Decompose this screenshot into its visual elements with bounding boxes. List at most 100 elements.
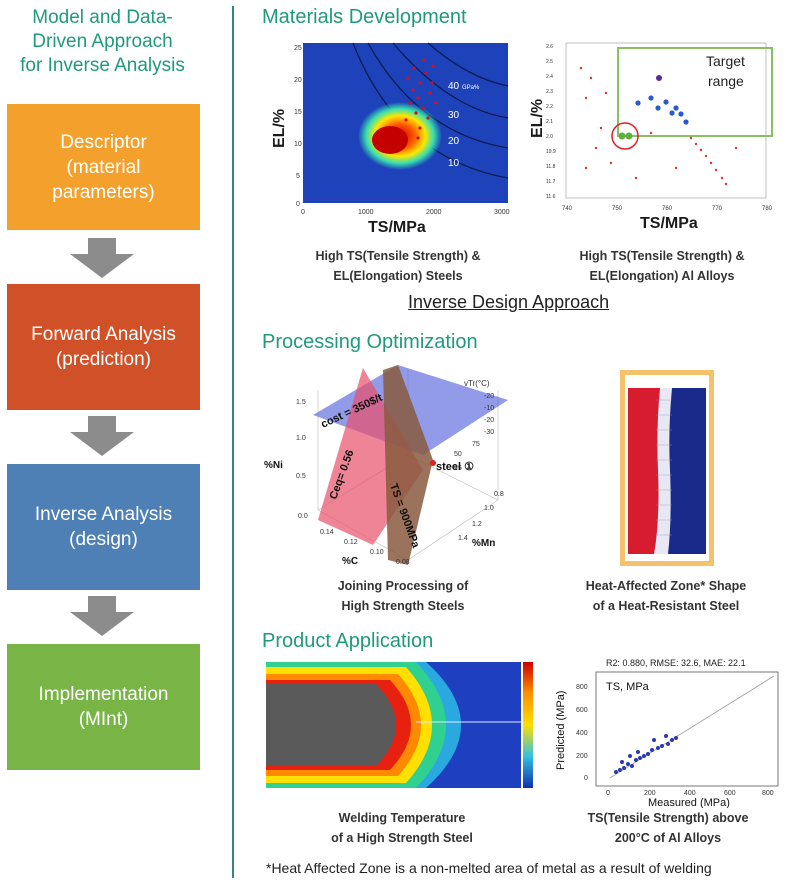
svg-text:1.2: 1.2 xyxy=(472,521,482,528)
svg-text:750: 750 xyxy=(612,206,623,212)
svg-text:2.1: 2.1 xyxy=(546,119,553,125)
svg-text:-20: -20 xyxy=(484,393,494,400)
descriptor-line-2: (material xyxy=(66,156,141,178)
inverse-analysis-line-2: (design) xyxy=(69,529,138,550)
al-alloys-scatter: Target range 2.6 2.5 2.4 2.3 2.2 2.1 2.0… xyxy=(529,42,773,232)
svg-text:25: 25 xyxy=(454,465,462,472)
mn-axis-label: %Mn xyxy=(472,538,495,549)
implementation-box: Implementation (MInt) xyxy=(7,644,200,770)
svg-text:1.5: 1.5 xyxy=(296,399,306,406)
y-axis-ticks: 25 20 15 10 5 0 xyxy=(294,45,302,208)
svg-text:740: 740 xyxy=(562,206,573,212)
contour-label-10: 10 xyxy=(448,158,460,169)
mn-ticks: 0.8 1.0 1.2 1.4 xyxy=(458,491,504,542)
footnote: *Heat Affected Zone is a non-melted area… xyxy=(266,860,712,876)
svg-text:11.7: 11.7 xyxy=(546,179,556,185)
svg-text:2.0: 2.0 xyxy=(546,134,553,140)
x-axis-label: Measured (MPa) xyxy=(648,797,730,808)
forward-analysis-line-2: (prediction) xyxy=(55,349,152,370)
y-axis-ticks: 800 600 400 200 0 xyxy=(576,684,588,782)
down-arrow-icon xyxy=(70,416,134,456)
svg-text:0.0: 0.0 xyxy=(298,513,308,520)
svg-text:10: 10 xyxy=(294,141,302,148)
svg-text:770: 770 xyxy=(712,206,723,212)
caption-steels: High TS(Tensile Strength) & EL(Elongatio… xyxy=(315,249,481,283)
steel-point-label: steel ① xyxy=(436,461,474,473)
caption-haz: Heat-Affected Zone* Shape of a Heat-Resi… xyxy=(585,579,747,613)
svg-text:200: 200 xyxy=(644,790,656,797)
contour-label-40: 40 xyxy=(448,81,460,92)
svg-text:0.5: 0.5 xyxy=(296,473,306,480)
down-arrow-icon xyxy=(70,596,134,636)
svg-text:780: 780 xyxy=(762,206,773,212)
svg-text:19.9: 19.9 xyxy=(546,149,556,155)
svg-text:2.6: 2.6 xyxy=(546,44,553,50)
x-axis-label: TS/MPa xyxy=(640,215,698,232)
descriptor-line-3: parameters) xyxy=(52,181,155,203)
y-axis-ticks: 2.6 2.5 2.4 2.3 2.2 2.1 2.0 19.9 11.8 11… xyxy=(546,44,556,200)
svg-text:2000: 2000 xyxy=(426,209,442,216)
y-axis-label: EL/% xyxy=(271,109,288,148)
descriptor-line-1: Descriptor xyxy=(60,131,147,153)
inverse-analysis-box: Inverse Analysis (design) xyxy=(7,464,200,590)
svg-text:2.2: 2.2 xyxy=(546,104,553,110)
svg-text:50: 50 xyxy=(454,451,462,458)
forward-analysis-box: Forward Analysis (prediction) xyxy=(7,284,200,410)
process-optimization-3d-plot: cost = 350$/t Ceq= 0.56 TS = 900MPa stee… xyxy=(264,365,508,567)
svg-text:760: 760 xyxy=(662,206,673,212)
svg-text:15: 15 xyxy=(294,109,302,116)
c-ticks: 0.14 0.12 0.10 0.08 xyxy=(320,529,410,566)
vtr-ticks: -20 -10 -20 -30 xyxy=(484,393,494,436)
inverse-analysis-line-1: Inverse Analysis xyxy=(34,504,173,525)
y-axis-label: Predicted (MPa) xyxy=(555,691,567,770)
svg-text:0: 0 xyxy=(606,790,610,797)
svg-text:0.10: 0.10 xyxy=(370,549,384,556)
descriptor-box: Descriptor (material parameters) xyxy=(7,104,200,230)
svg-text:75: 75 xyxy=(472,441,480,448)
target-label-line-1: Target xyxy=(706,53,745,69)
ni-axis-label: %Ni xyxy=(264,460,283,471)
svg-text:0.08: 0.08 xyxy=(396,559,410,566)
svg-text:800: 800 xyxy=(762,790,774,797)
caption-al-ts: TS(Tensile Strength) above 200°C of Al A… xyxy=(587,811,749,845)
steels-strength-map: 40 GPa% 30 20 10 25 20 15 10 5 0 0 1000 … xyxy=(271,42,510,236)
approach-title: Model and Data- Driven Approach for Inve… xyxy=(0,6,205,78)
svg-text:600: 600 xyxy=(576,707,588,714)
svg-text:0: 0 xyxy=(301,209,305,216)
contour-label-30: 30 xyxy=(448,110,460,121)
inverse-design-approach-label: Inverse Design Approach xyxy=(408,292,610,312)
c-axis-label: %C xyxy=(342,556,358,567)
svg-text:3000: 3000 xyxy=(494,209,510,216)
caption-joining: Joining Processing of High Strength Stee… xyxy=(337,579,469,613)
svg-text:400: 400 xyxy=(684,790,696,797)
approach-title-line-3: for Inverse Analysis xyxy=(20,55,185,76)
fit-stats: R2: 0.880, RMSE: 32.6, MAE: 22.1 xyxy=(606,658,746,668)
svg-text:25: 25 xyxy=(294,45,302,52)
svg-text:20: 20 xyxy=(294,77,302,84)
svg-text:0: 0 xyxy=(584,775,588,782)
section-title-materials: Materials Development xyxy=(262,6,467,28)
svg-text:600: 600 xyxy=(724,790,736,797)
x-axis-ticks: 740 750 760 770 780 xyxy=(562,206,773,212)
column-divider xyxy=(232,6,234,878)
x-axis-label: TS/MPa xyxy=(368,219,426,236)
svg-text:200: 200 xyxy=(576,753,588,760)
z-ticks: 75 50 25 xyxy=(454,441,480,472)
haz-shape-image xyxy=(620,370,714,566)
down-arrow-icon xyxy=(70,238,134,278)
svg-text:2.3: 2.3 xyxy=(546,89,553,95)
vtr-label: vTr(°C) xyxy=(464,379,490,388)
predicted-vs-measured-plot: R2: 0.880, RMSE: 32.6, MAE: 22.1 TS, MPa… xyxy=(555,658,779,808)
svg-text:-10: -10 xyxy=(484,405,494,412)
svg-text:800: 800 xyxy=(576,684,588,691)
caption-al-alloys: High TS(Tensile Strength) & EL(Elongatio… xyxy=(579,249,745,283)
contour-unit: GPa% xyxy=(462,85,480,91)
x-axis-ticks: 0 1000 2000 3000 xyxy=(301,209,510,216)
svg-text:1.0: 1.0 xyxy=(296,435,306,442)
svg-text:2.5: 2.5 xyxy=(546,59,553,65)
svg-text:11.8: 11.8 xyxy=(546,164,556,170)
contour-label-20: 20 xyxy=(448,136,460,147)
svg-text:1000: 1000 xyxy=(358,209,374,216)
approach-title-line-2: Driven Approach xyxy=(32,31,173,52)
approach-title-line-1: Model and Data- xyxy=(32,7,173,28)
